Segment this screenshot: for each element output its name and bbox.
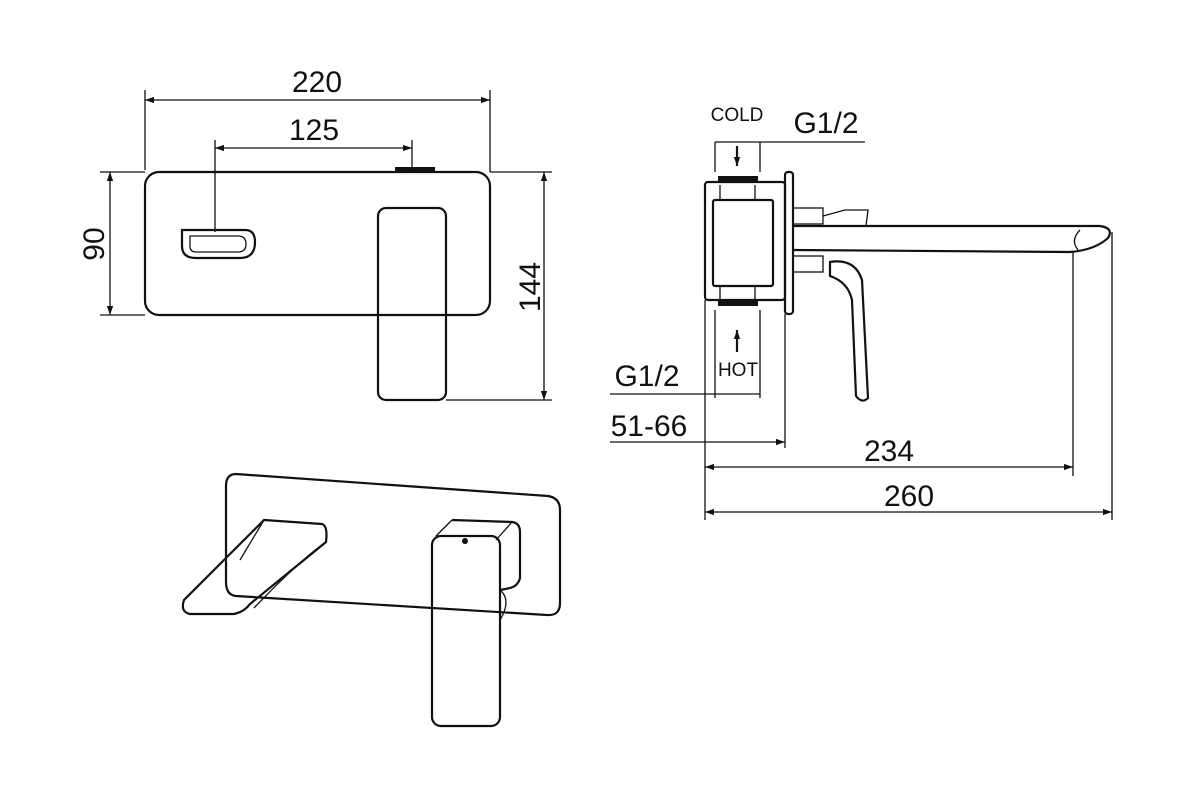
side-dimensions: 51-66 234 260 xyxy=(610,232,1113,520)
side-view xyxy=(703,170,1111,402)
dim-125-label: 125 xyxy=(289,114,339,147)
hot-thread-label: G1/2 xyxy=(614,360,679,393)
perspective-plate xyxy=(224,472,562,617)
side-spout xyxy=(792,224,1111,254)
front-top-button xyxy=(395,167,435,173)
dim-90-label: 90 xyxy=(78,227,111,260)
front-outlet-inner xyxy=(189,235,247,253)
dim-220-label: 220 xyxy=(292,66,342,99)
perspective-handle-indicator xyxy=(462,538,468,544)
side-connector-bottom xyxy=(792,255,824,273)
perspective-handle xyxy=(430,534,502,728)
perspective-handle-cap xyxy=(451,518,522,592)
dim-234-label: 234 xyxy=(864,435,914,468)
side-connection-callouts: COLD G1/2 HOT G1/2 xyxy=(610,105,865,398)
perspective-spout xyxy=(181,518,328,616)
dim-144-label: 144 xyxy=(514,262,547,312)
cold-label: COLD xyxy=(711,105,764,126)
side-handle xyxy=(828,260,870,402)
cold-thread-label: G1/2 xyxy=(793,107,858,140)
side-top-nut xyxy=(718,176,758,182)
front-handle xyxy=(376,206,448,402)
hot-label: HOT xyxy=(718,360,759,381)
side-body-inner xyxy=(711,198,775,288)
front-view xyxy=(143,167,492,402)
dim-51-66-label: 51-66 xyxy=(611,410,688,443)
side-connector-top xyxy=(792,207,824,225)
side-bottom-nut xyxy=(718,300,758,306)
perspective-view xyxy=(181,472,562,728)
front-plate xyxy=(143,170,492,317)
front-outlet xyxy=(180,228,257,260)
dim-260-label: 260 xyxy=(884,480,934,513)
front-dimensions: 220 125 90 144 xyxy=(78,66,552,401)
side-wall-plate xyxy=(783,170,795,316)
